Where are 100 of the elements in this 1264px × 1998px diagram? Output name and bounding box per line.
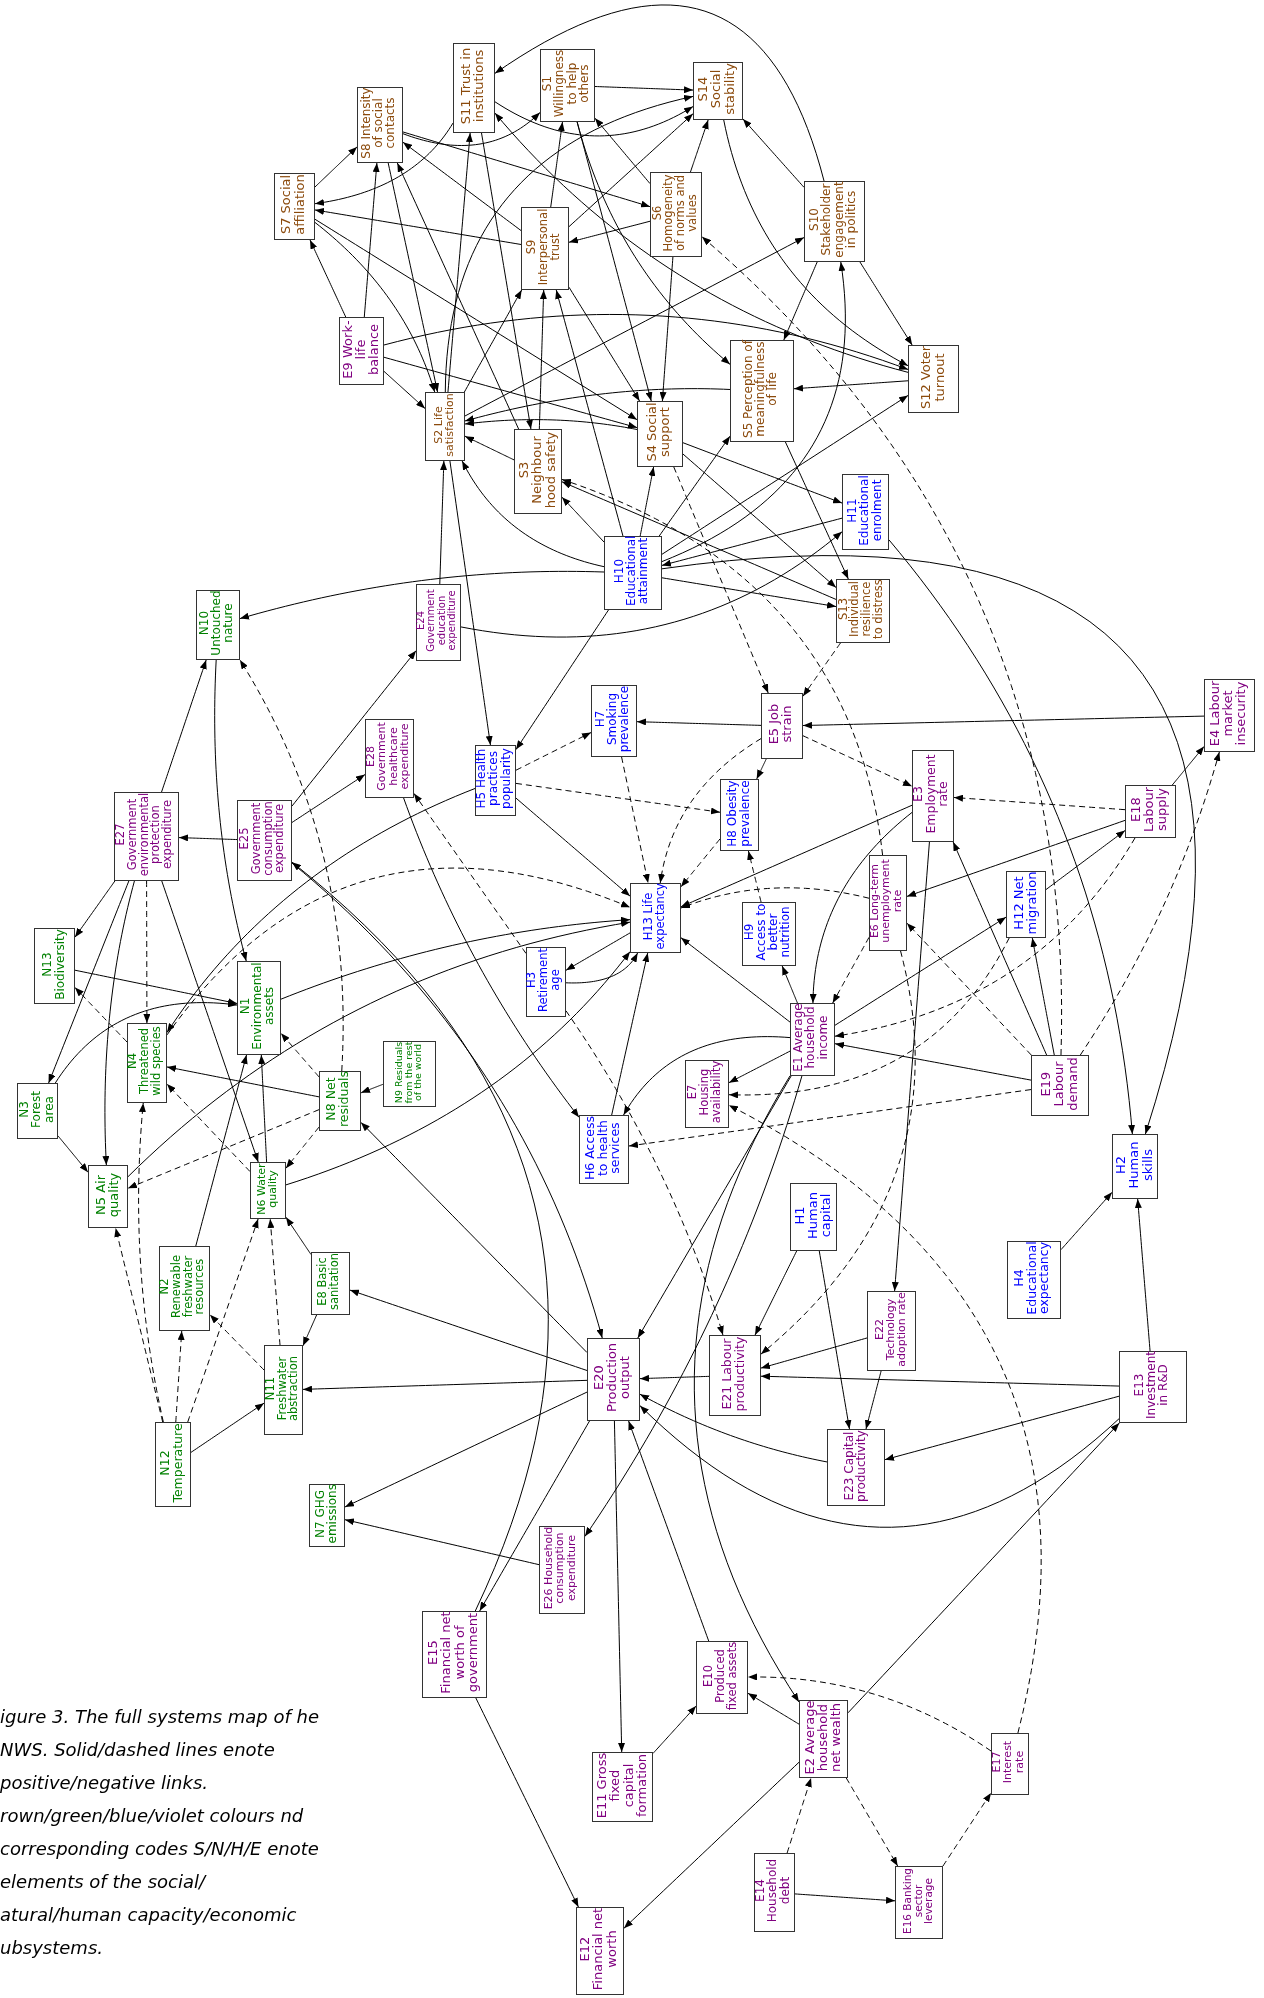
arrow	[701, 236, 1063, 1056]
element-label: S11 Trust in institutions	[458, 46, 486, 127]
element-label: E18 Labour supply	[1128, 786, 1169, 834]
arrow	[639, 1374, 710, 1382]
element-label: E7 Housing availability	[687, 1060, 723, 1124]
arrow	[447, 132, 473, 393]
element-box	[604, 536, 662, 610]
arrow	[832, 936, 870, 1004]
element-label: N5 Air quality	[92, 1171, 120, 1219]
element-label: E27 Government environmental protection expenditure	[115, 792, 174, 877]
element-box	[155, 1422, 191, 1507]
arrow	[143, 880, 151, 1024]
element-label: E21 Labour productivity	[720, 1335, 746, 1412]
arrow	[680, 937, 791, 1023]
element-label: E8 Basic sanitation	[316, 1252, 341, 1311]
arrow	[494, 4, 825, 182]
element-label: H13 Life expectancy	[641, 883, 666, 949]
arrow	[682, 442, 843, 504]
arrow	[794, 1893, 896, 1904]
element-label: E20 Production output	[591, 1341, 632, 1415]
element-box	[453, 43, 495, 133]
arrow	[494, 112, 909, 373]
element-label: H3 Retirement age	[526, 947, 562, 1013]
arrow	[285, 1216, 312, 1255]
element-box	[790, 1183, 837, 1251]
arrow	[786, 1777, 812, 1854]
element-box	[17, 1083, 58, 1139]
arrow	[444, 95, 694, 393]
arrow	[403, 797, 580, 1118]
arrow	[463, 289, 523, 393]
arrow	[760, 1372, 1120, 1387]
arrow	[888, 539, 1136, 1135]
arrow	[57, 1135, 89, 1173]
element-box	[693, 62, 743, 120]
arrow	[568, 113, 694, 228]
arrow	[1171, 746, 1205, 786]
arrow	[834, 1041, 1032, 1081]
element-box	[357, 87, 403, 163]
arrow	[834, 916, 1007, 1026]
element-label: E19 Labour demand	[1038, 1055, 1078, 1112]
arrow	[673, 466, 769, 694]
element-box	[1125, 785, 1176, 838]
arrow	[178, 834, 238, 842]
element-label: E23 Capital productivity	[841, 1429, 867, 1502]
arrow	[781, 965, 798, 1004]
element-label: E12 Financial net worth	[578, 1907, 618, 1991]
element-label: E14 Household debt	[754, 1857, 791, 1925]
arrow	[402, 141, 522, 232]
element-box	[827, 1429, 885, 1506]
arrow	[680, 887, 870, 909]
arrow	[818, 1250, 852, 1430]
arrow	[54, 1000, 238, 1084]
element-label: H9 Access to better nutrition	[742, 902, 792, 962]
arrow	[756, 758, 767, 780]
arrow	[166, 788, 476, 1033]
arrow	[682, 453, 837, 588]
arrow	[363, 162, 380, 318]
element-label: S13 Individual resilience to distress	[837, 579, 885, 639]
arrow	[802, 642, 841, 697]
arrow	[291, 774, 366, 823]
arrow	[127, 1109, 320, 1189]
element-box	[696, 1641, 748, 1714]
arrow	[515, 609, 609, 751]
element-box	[319, 1071, 361, 1131]
arrow	[102, 880, 135, 1166]
element-label: N10 Untouched nature	[197, 590, 235, 656]
arrow	[555, 289, 624, 537]
arrow	[190, 1402, 265, 1453]
element-label: N9 Residuals from the rest of the world	[392, 1041, 423, 1103]
element-label: H11 Educational enrolment	[845, 474, 882, 546]
arrow	[550, 121, 565, 208]
arrow	[280, 916, 631, 1000]
element-label: S10 Stakeholder engagement in politics	[808, 181, 857, 258]
element-box	[754, 1853, 795, 1932]
element-box	[383, 1041, 436, 1107]
arrow	[613, 1420, 626, 1753]
arrow	[402, 112, 541, 146]
arrow	[387, 162, 440, 393]
element-box	[237, 800, 292, 881]
element-label: H6 Access to health services	[582, 1115, 622, 1180]
element-label: N13 Biodiversity	[40, 928, 65, 1000]
arrow	[74, 969, 238, 1006]
arrow	[344, 1518, 540, 1566]
arrow	[658, 435, 731, 537]
element-box	[592, 1752, 653, 1822]
element-label: N3 Forest area	[17, 1089, 54, 1130]
arrow	[285, 951, 631, 1186]
element-box	[416, 584, 461, 661]
arrow	[439, 460, 448, 585]
arrow	[1079, 751, 1221, 1056]
element-box	[579, 1115, 629, 1184]
arrow	[479, 1420, 590, 1612]
arrow	[661, 394, 909, 555]
element-box	[309, 1484, 345, 1547]
arrow	[464, 237, 805, 417]
element-label: E15 Financial net worth of government	[426, 1611, 479, 1694]
element-box	[869, 855, 907, 951]
element-box	[842, 474, 889, 550]
arrow	[314, 122, 454, 206]
arrow	[481, 132, 533, 430]
